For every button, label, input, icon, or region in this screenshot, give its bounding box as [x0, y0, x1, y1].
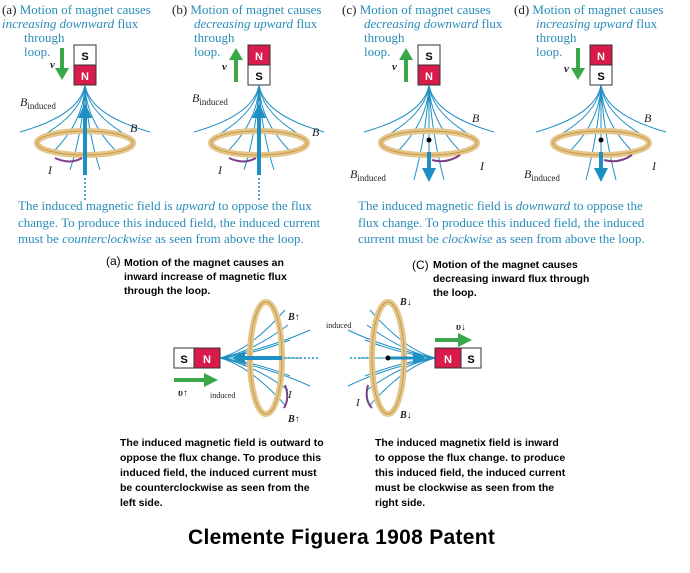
magnet-bottom-right: N S	[434, 347, 482, 369]
bottom-left-letter: (a)	[106, 254, 121, 268]
svg-text:S: S	[597, 71, 604, 83]
bottom-left-caption: The induced magnetic field is outward to…	[120, 437, 324, 509]
velocity-arrow-bottom-left	[174, 373, 218, 387]
b-label-b: B	[312, 125, 320, 139]
svg-text:N: N	[597, 51, 605, 63]
bottom-diagrams: S N υ↑ induced B↑ B↑ I	[173, 297, 482, 425]
b-label-d: B	[644, 111, 652, 125]
field-lines-c	[363, 84, 495, 181]
panel-a-diagram: S N v Binduced B I	[19, 44, 151, 200]
b-label-c: B	[472, 111, 480, 125]
b-induced-label-d: Binduced	[524, 167, 560, 183]
magnet-a: S N	[73, 44, 97, 86]
svg-text:N: N	[255, 51, 263, 63]
i-label-d: I	[651, 159, 657, 173]
caption-left: The induced magnetic field is upward to …	[18, 198, 321, 246]
svg-text:υ↓: υ↓	[456, 322, 466, 333]
induced-arrow-bottom-right	[350, 352, 426, 364]
svg-text:N: N	[425, 71, 433, 83]
magnet-c: S N	[417, 44, 441, 86]
svg-text:S: S	[255, 71, 262, 83]
i-label-c: I	[479, 159, 485, 173]
svg-text:B↑: B↑	[287, 414, 300, 425]
bottom-right-note: Motion of the magnet causes decreasing i…	[433, 259, 590, 299]
bottom-left-note: Motion of the magnet causes an inward in…	[124, 257, 287, 297]
velocity-arrow-bottom-right	[435, 333, 472, 347]
svg-text:B↓: B↓	[399, 410, 412, 421]
panel-b-diagram: N S v Binduced B I	[192, 44, 325, 200]
b-induced-label-b: Binduced	[192, 91, 228, 107]
current-arrow-b	[228, 157, 257, 163]
magnet-d: N S	[589, 44, 613, 86]
current-arrow-a	[54, 157, 83, 163]
induced-field-arrow-a	[78, 103, 92, 200]
svg-text:v: v	[564, 63, 569, 75]
svg-text:B↑: B↑	[287, 312, 300, 323]
svg-text:N: N	[81, 71, 89, 83]
magnet-bottom-left: S N	[173, 347, 221, 369]
induced-arrow-bottom-left	[232, 351, 320, 365]
svg-text:B↓: B↓	[399, 297, 412, 308]
velocity-arrow-d: v	[564, 48, 585, 80]
caption-right: The induced magnetic field is downward t…	[358, 198, 645, 246]
svg-text:induced: induced	[326, 321, 351, 330]
velocity-arrow-a: v	[50, 48, 69, 80]
panel-c-diagram: S N v Binduced B I	[350, 44, 495, 183]
svg-text:I: I	[287, 389, 293, 401]
svg-text:S: S	[425, 51, 432, 63]
magnet-b: N S	[247, 44, 271, 86]
bottom-right-diagram: N S υ↓ induced B↓ B↓ I	[326, 297, 482, 421]
bottom-right-caption: The induced magnetix field is inward to …	[375, 437, 566, 509]
page-title: Clemente Figuera 1908 Patent	[188, 526, 496, 549]
svg-text:v: v	[222, 61, 227, 73]
b-induced-label-a: Binduced	[20, 95, 56, 111]
panel-a-letter: (a)	[2, 2, 17, 17]
svg-text:induced: induced	[210, 391, 235, 400]
svg-text:υ↑: υ↑	[178, 388, 188, 399]
svg-text:v: v	[392, 61, 397, 73]
b-induced-label-c: Binduced	[350, 167, 386, 183]
current-arrow-d	[603, 154, 633, 163]
bottom-right-letter: (C)	[412, 258, 429, 272]
panel-d-diagram: N S v Binduced B I	[524, 44, 667, 183]
velocity-arrow-b: v	[222, 48, 243, 82]
b-label-a: B	[130, 121, 138, 135]
svg-text:I: I	[355, 397, 361, 409]
current-arrow-c	[431, 154, 461, 163]
svg-text:N: N	[203, 354, 211, 366]
induced-field-arrow-c	[422, 137, 436, 182]
induced-field-arrow-b	[252, 103, 266, 200]
svg-text:S: S	[81, 51, 88, 63]
svg-text:S: S	[467, 354, 474, 366]
svg-text:v: v	[50, 59, 55, 71]
svg-text:N: N	[444, 354, 452, 366]
panel-c-text: (c) Motion of magnet causes decreasing d…	[342, 2, 503, 59]
panel-a-text: (a) Motion of magnet causes increasing d…	[2, 2, 151, 59]
induced-field-arrow-d	[594, 137, 608, 182]
velocity-arrow-c: v	[392, 48, 413, 82]
i-label-b: I	[217, 163, 223, 177]
panel-d-text: (d) Motion of magnet causes increasing u…	[514, 2, 664, 59]
panel-b-text: (b) Motion of magnet causes decreasing u…	[172, 2, 322, 59]
i-label-a: I	[47, 163, 53, 177]
svg-text:S: S	[180, 354, 187, 366]
bottom-left-diagram: S N υ↑ induced B↑ B↑ I	[173, 299, 320, 425]
